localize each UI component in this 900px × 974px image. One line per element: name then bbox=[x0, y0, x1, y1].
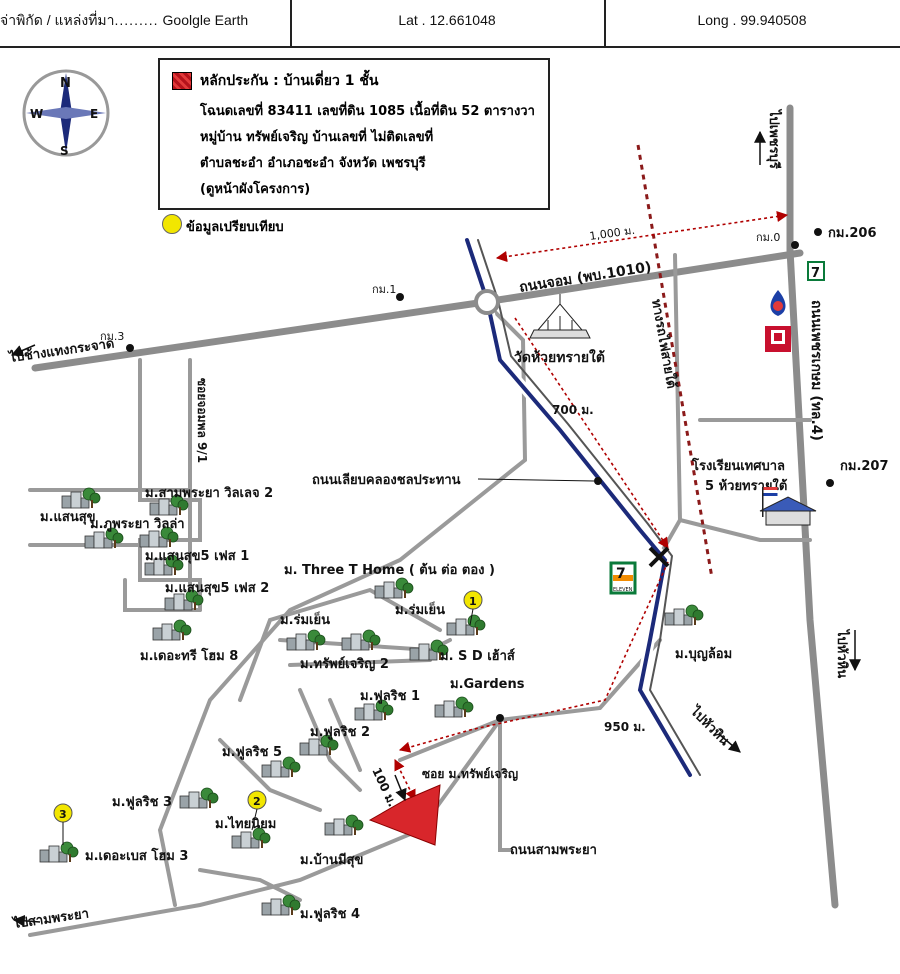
village-saensuk: ม.แสนสุข bbox=[40, 510, 96, 525]
km-markers bbox=[126, 228, 834, 722]
soi-subject-label: ซอย ม.ทรัพย์เจริญ bbox=[422, 767, 518, 781]
subject-pointer-arrow bbox=[394, 774, 407, 802]
comparison-markers: 1 2 3 bbox=[53, 590, 483, 845]
village-fulrich2: ม.ฟูลริช 2 bbox=[310, 725, 370, 740]
legend-box: หลักประกัน : บ้านเดี่ยว 1 ชั้น โฉนดเลขที… bbox=[158, 58, 550, 210]
village-banmeesuk: ม.บ้านมีสุข bbox=[300, 852, 363, 868]
location-value: Goolgle Earth bbox=[162, 12, 249, 28]
comparison-legend-label: ข้อมูลเปรียบเทียบ bbox=[186, 220, 284, 235]
road-thanon-jom-label: ถนนจอม (พบ.1010) bbox=[518, 259, 652, 296]
header-bar: จ่าพิกัด / แหล่งที่มา.........Goolgle Ea… bbox=[0, 0, 900, 48]
km-1-label: กม.1 bbox=[372, 283, 396, 296]
comparison-swatch-icon bbox=[162, 214, 182, 234]
road-phetkasem bbox=[786, 104, 839, 909]
village-romyen-2: ม.ร่มเย็น bbox=[280, 610, 330, 628]
canal-road-label: ถนนเลียบคลองชลประทาน bbox=[312, 472, 461, 488]
latitude: Lat . 12.661048 bbox=[290, 0, 604, 44]
comparison-2: 2 bbox=[253, 795, 261, 808]
legend-title: หลักประกัน : บ้านเดี่ยว 1 ชั้น bbox=[200, 73, 379, 89]
village-fulrich5: ม.ฟูลริช 5 bbox=[222, 745, 282, 760]
village-fulrich4: ม.ฟูลริช 4 bbox=[300, 907, 360, 922]
compass-w: W bbox=[30, 107, 43, 121]
compass-icon: N S E W bbox=[22, 69, 110, 158]
subject-swatch-icon bbox=[172, 72, 192, 90]
to-phetchaburi-label: ไปเพชรบุรี bbox=[766, 108, 783, 169]
village-three-t: ม. Three T Home ( ต้น ต่อ ตอง ) bbox=[284, 562, 495, 578]
gas-station-icon bbox=[770, 290, 786, 316]
sampraya-road-label: ถนนสามพระยา bbox=[510, 843, 597, 858]
village-fulrich1: ม.ฟูลริช 1 bbox=[360, 689, 420, 704]
location-map: N S E W bbox=[6, 69, 889, 937]
village-romyen-1: ม.ร่มเย็น bbox=[395, 600, 445, 618]
longitude: Long . 99.940508 bbox=[604, 0, 900, 44]
village-deetree8: ม.เดอะทรี โฮม 8 bbox=[140, 647, 238, 664]
seven-number: 7 bbox=[616, 566, 626, 582]
distance-950-label: 950 ม. bbox=[604, 720, 646, 734]
village-deebase3: ม.เดอะเบส โฮม 3 bbox=[85, 847, 188, 864]
location-source: จ่าพิกัด / แหล่งที่มา.........Goolgle Ea… bbox=[0, 12, 249, 28]
subject-property-icon bbox=[368, 784, 441, 846]
canal-road-leader bbox=[477, 478, 595, 482]
header-divider bbox=[290, 0, 292, 46]
direction-arrows bbox=[10, 130, 861, 927]
roundabout bbox=[474, 289, 500, 315]
secondary-roads bbox=[28, 253, 812, 937]
seven-eleven-text: ELEVEN bbox=[613, 587, 633, 593]
soi-jompol-label: ซอยจอมพล 9/1 bbox=[195, 378, 209, 463]
village-saensuk5-1: ม.แสนสุข5 เฟส 1 bbox=[145, 549, 249, 564]
km-206-label: กม.206 bbox=[828, 226, 877, 241]
road-changphaeng bbox=[31, 298, 489, 372]
crossing-icon bbox=[648, 546, 670, 568]
lat-label: Lat . bbox=[398, 12, 426, 28]
legend-line-2: หมู่บ้าน ทรัพย์เจริญ บ้านเลขที่ ไม่ติดเล… bbox=[200, 130, 434, 145]
dealer-icon bbox=[765, 326, 791, 352]
to-huahin-right-label: ไปหัวหิน bbox=[834, 628, 851, 678]
distance-markers bbox=[394, 210, 789, 802]
village-phupraya: ม.ภูพระยา วิลล่า bbox=[90, 517, 185, 532]
km-3-label: กม.3 bbox=[100, 330, 124, 343]
km-207-label: กม.207 bbox=[840, 459, 889, 474]
km-0-label: กม.0 bbox=[756, 231, 780, 244]
school-label-1: โรงเรียนเทศบาล bbox=[691, 457, 785, 474]
compass-s: S bbox=[60, 144, 69, 158]
svg-text:7: 7 bbox=[811, 266, 820, 281]
village-thainiyom: ม.ไทยนิยม bbox=[215, 815, 276, 832]
temple-label: วัดห้วยทรายใต้ bbox=[514, 348, 605, 366]
lat-value: 12.661048 bbox=[429, 12, 496, 28]
legend-line-4: (ดูหน้าผังโครงการ) bbox=[200, 182, 311, 197]
village-sd-house: ม. S D เฮ้าส์ bbox=[440, 648, 515, 664]
distance-100-label: 100 ม. bbox=[369, 765, 399, 809]
village-saensuk5-2: ม.แสนสุข5 เฟส 2 bbox=[165, 581, 269, 596]
legend-line-1: โฉนดเลขที่ 83411 เลขที่ดิน 1085 เนื้อที่… bbox=[200, 104, 535, 119]
compass-e: E bbox=[90, 107, 98, 121]
distance-700-label: 700 ม. bbox=[552, 403, 594, 417]
road-phetkasem-label: ถนนเพชรเกษม (ทล.4) bbox=[808, 300, 824, 441]
distance-1000-label: 1,000 ม. bbox=[589, 224, 636, 243]
irrigation-canal bbox=[462, 235, 701, 780]
header-divider bbox=[604, 0, 606, 46]
long-label: Long . bbox=[697, 12, 737, 28]
comparison-3: 3 bbox=[59, 808, 67, 821]
long-value: 99.940508 bbox=[740, 12, 807, 28]
village-bunlom: ม.บุญล้อม bbox=[675, 646, 732, 662]
location-label: จ่าพิกัด / แหล่งที่มา bbox=[0, 12, 115, 28]
seven-eleven-icon: 7 ELEVEN bbox=[609, 561, 637, 595]
seven-eleven-icon-top: 7 bbox=[807, 261, 825, 281]
to-huahin-bottom-label: ไปหัวหิน bbox=[686, 701, 734, 749]
village-gardens: ม.Gardens bbox=[450, 677, 525, 692]
village-sapcharoen2: ม.ทรัพย์เจริญ 2 bbox=[300, 656, 389, 672]
comparison-1: 1 bbox=[469, 595, 477, 608]
temple-icon bbox=[529, 294, 591, 339]
village-sampraya: ม.สามพระยา วิลเลจ 2 bbox=[145, 486, 273, 501]
village-fulrich3: ม.ฟูลริช 3 bbox=[112, 795, 172, 810]
compass-n: N bbox=[60, 76, 71, 91]
legend-line-3: ตำบลชะอำ อำเภอชะอำ จังหวัด เพชรบุรี bbox=[200, 156, 426, 171]
school-icon bbox=[759, 487, 817, 526]
